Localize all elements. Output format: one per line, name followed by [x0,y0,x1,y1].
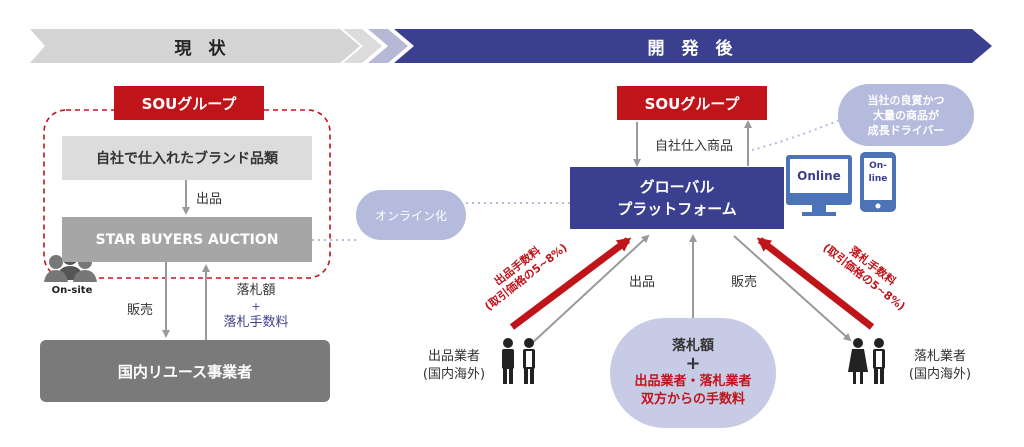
sou-group-label-current: SOUグループ [114,86,264,120]
monitor-icon [786,155,852,216]
online-phone-line-1: On- [869,161,887,171]
bid-amount-label: 落札額 [236,283,276,298]
sellers-line-1: 出品業者 [427,349,480,364]
auction-box: STAR BUYERS AUCTION [62,217,312,262]
sellers-line-2: (国内海外) [422,367,486,382]
online-monitor-label: Online [797,169,841,183]
driver-bubble-line-3: 成長ドライバー [867,123,945,137]
platform-line-1: グローバル [639,178,715,196]
bid-summary-current: 落札額 + 落札手数料 [214,283,298,331]
buyers-label: 落札業者 (国内海外) [898,348,982,384]
bid-fee-label: 落札手数料 [223,315,289,330]
current-header-label: 現 状 [174,38,226,59]
online-phone-label: On- line [864,160,892,186]
current-header-band [30,29,360,63]
listing-label-current: 出品 [196,191,223,207]
sellers-label: 出品業者 (国内海外) [412,348,496,384]
header-chevron-1 [343,29,382,63]
listing-label-future: 出品 [628,274,655,290]
header-chevron-2 [368,29,408,63]
global-platform-box: グローバル プラットフォーム [570,167,784,229]
online-bubble: オンライン化 [356,190,466,240]
seller-figures-icon [502,338,535,384]
revenue-plus: + [685,353,701,374]
sou-group-label-future: SOUグループ [617,86,767,120]
revenue-title: 落札額 [672,338,714,354]
sales-label-future: 販売 [730,274,757,290]
driver-bubble-line-1: 当社の良質かつ [867,93,945,107]
buyers-line-2: (国内海外) [908,367,972,382]
driver-bubble-line-2: 大量の商品が [873,108,939,122]
buyer-figures-icon [848,338,885,384]
online-phone-line-2: line [868,174,888,184]
plus-sign: + [251,300,261,313]
sales-label-current: 販売 [126,302,153,318]
own-products-label: 自社仕入商品 [646,132,742,156]
driver-bubble: 当社の良質かつ 大量の商品が 成長ドライバー [838,84,974,146]
future-header-band [394,29,992,63]
onsite-label: On-site [51,284,93,296]
future-header-label: 開 発 後 [647,38,733,59]
revenue-detail-line-1: 出品業者・落札業者 [634,374,752,389]
revenue-detail-line-2: 双方からの手数料 [640,392,745,407]
brand-products-box: 自社で仕入れたブランド品類 [62,136,312,180]
buyers-line-1: 落札業者 [913,349,966,364]
domestic-reuse-box: 国内リユース事業者 [40,340,330,402]
phone-icon [860,152,896,212]
revenue-oval: 落札額 + 出品業者・落札業者 双方からの手数料 [610,318,776,428]
platform-line-2: プラットフォーム [617,200,737,218]
